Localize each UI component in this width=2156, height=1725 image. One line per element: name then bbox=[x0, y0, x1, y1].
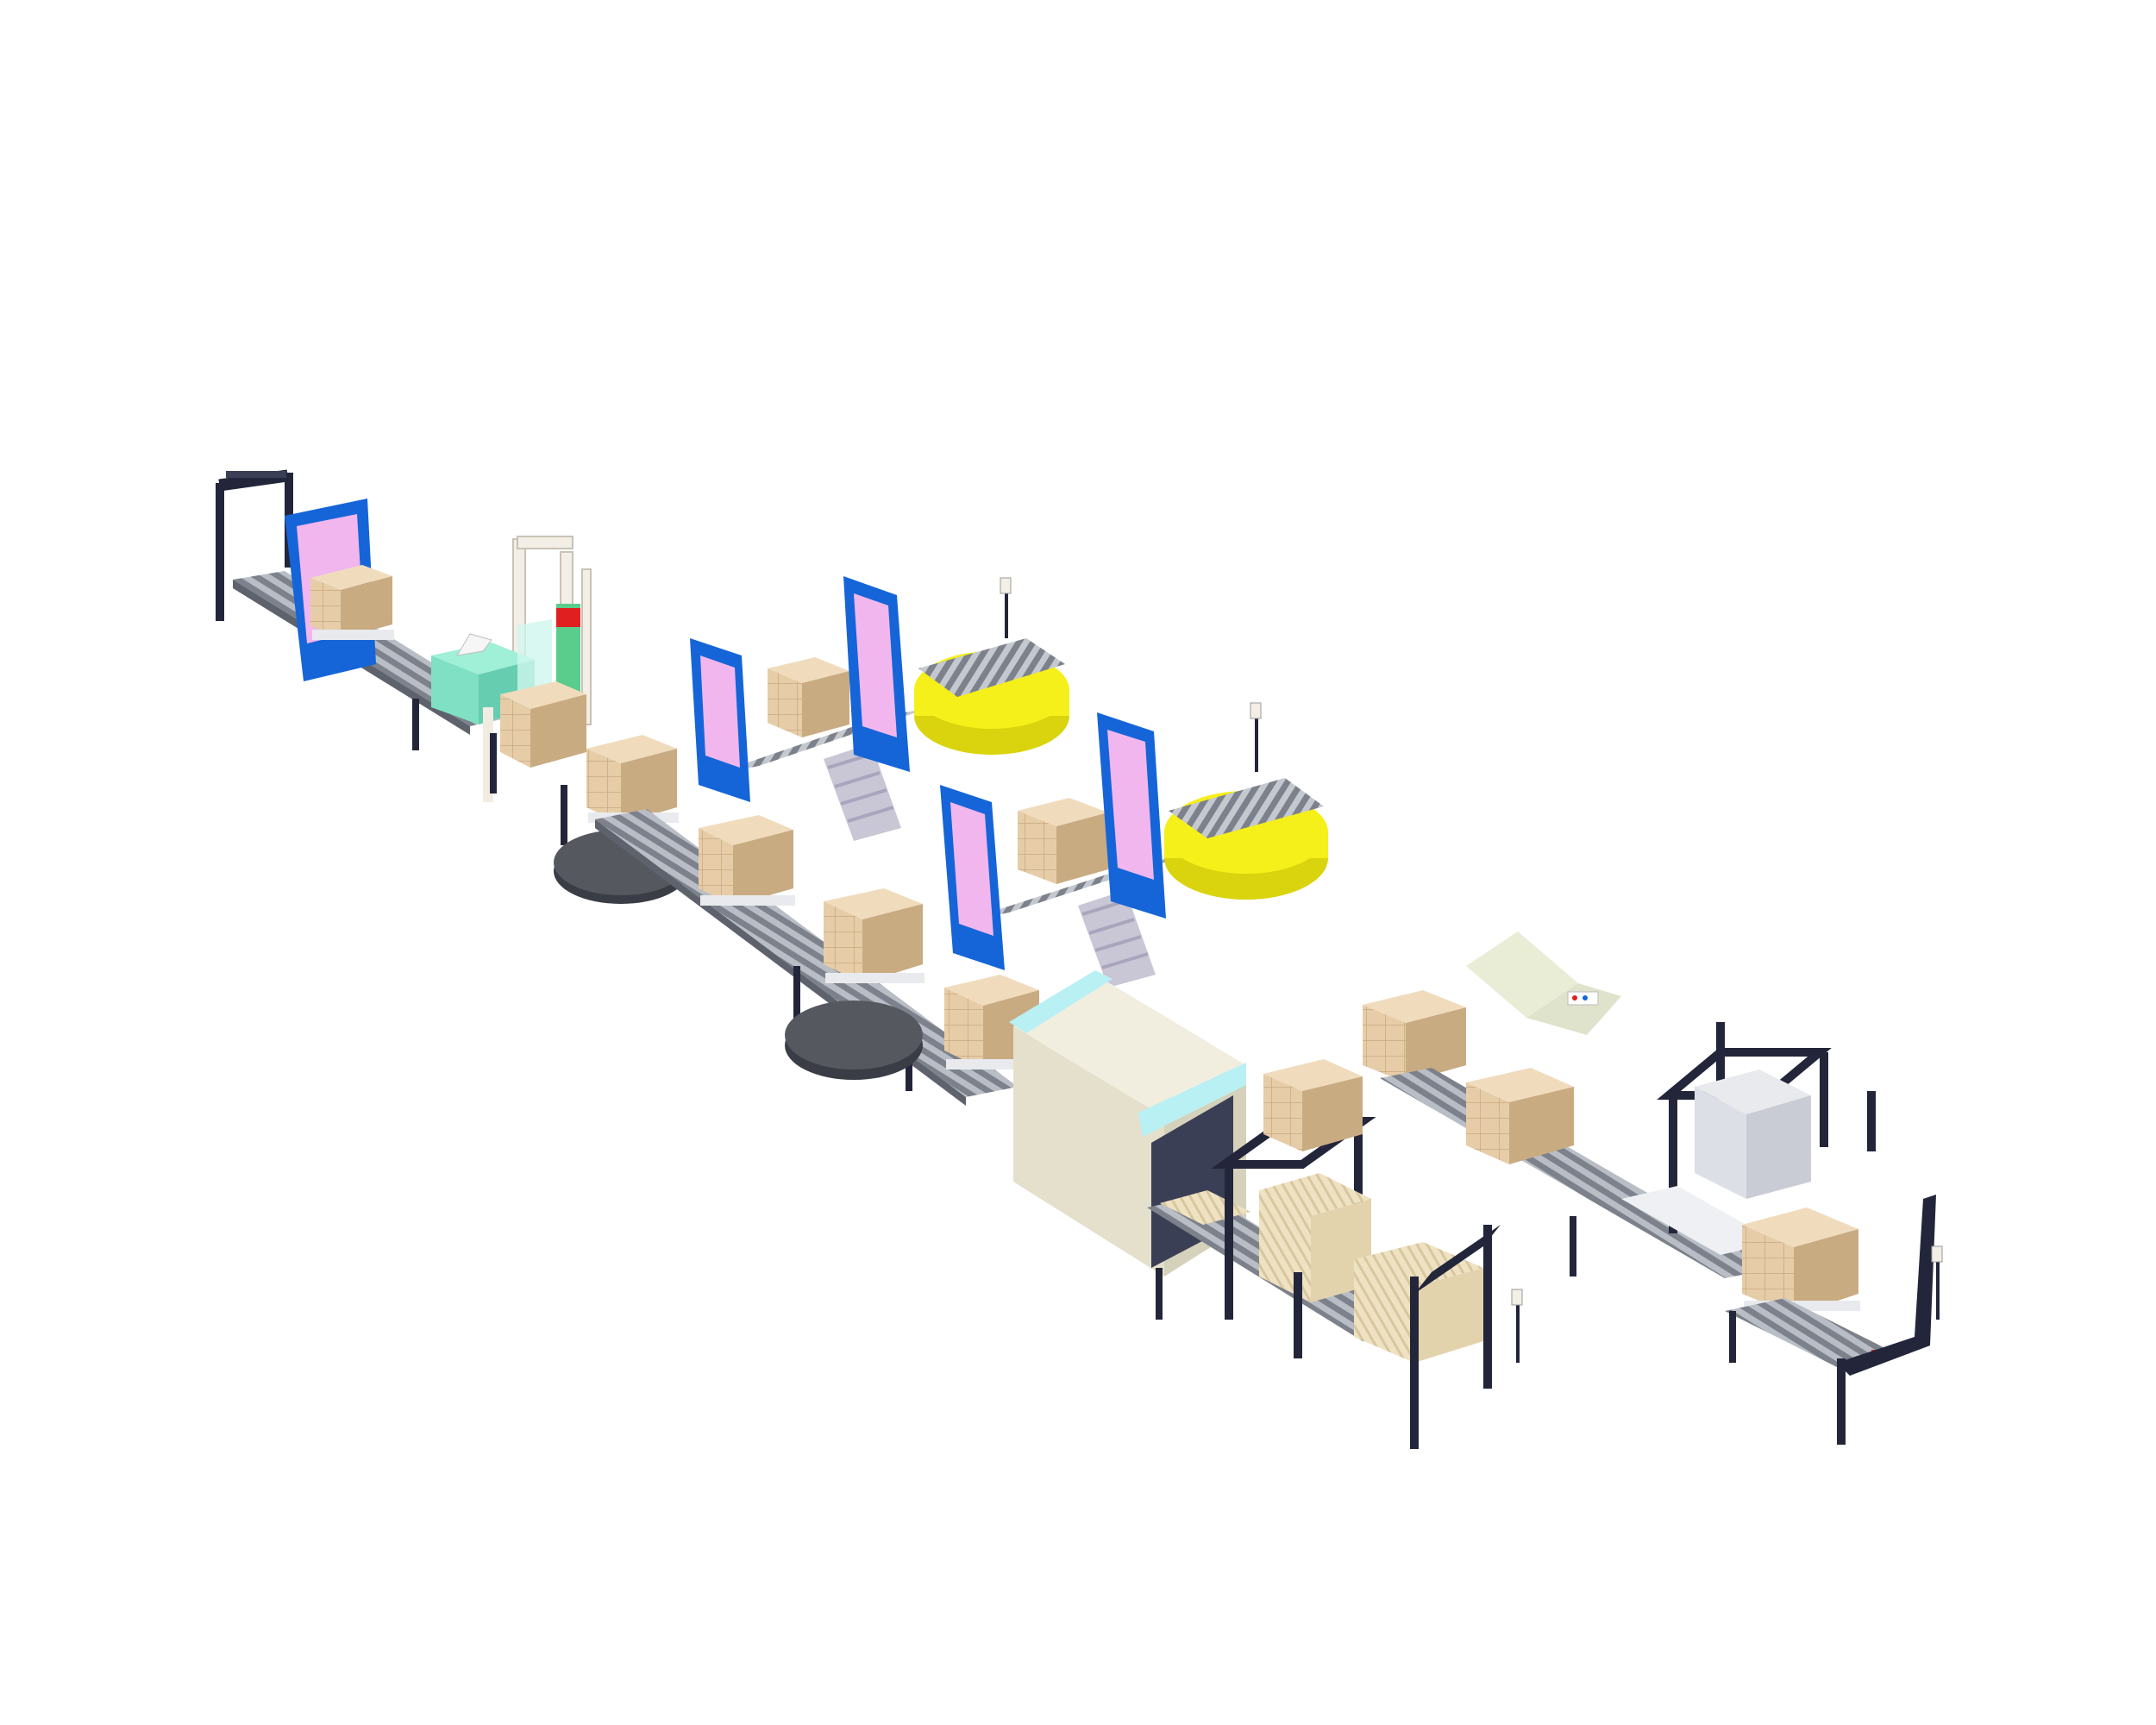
pallet-dispenser-section bbox=[1147, 932, 1943, 1449]
pallet-box-stack bbox=[824, 888, 924, 983]
pallet-magazine-frame bbox=[1657, 1022, 1876, 1233]
safety-gate-blue bbox=[843, 576, 910, 772]
conveyor-segment bbox=[1621, 1186, 1777, 1255]
pallet-box-stack bbox=[1018, 798, 1108, 884]
turntable-yellow bbox=[1164, 702, 1328, 900]
empty-pallet-stack bbox=[1354, 1242, 1483, 1363]
pallet-box-stack bbox=[310, 565, 394, 640]
pallet-box-stack bbox=[1263, 1059, 1363, 1151]
turntable-base bbox=[785, 1000, 923, 1080]
safety-gate-blue bbox=[1097, 712, 1166, 919]
turntable-yellow bbox=[914, 577, 1069, 755]
pallet-box-stack bbox=[768, 657, 849, 737]
pallet-box-stack bbox=[500, 681, 586, 768]
pallet-box-stack bbox=[699, 815, 795, 906]
branch-line-upper bbox=[690, 576, 1069, 841]
pallet-stacker-frame bbox=[1410, 1225, 1523, 1449]
conveyor-segment bbox=[1725, 1298, 1897, 1367]
pallet-box-stack bbox=[1363, 990, 1466, 1082]
stairs bbox=[824, 743, 901, 841]
safety-gate-blue bbox=[690, 638, 750, 802]
stretch-wrapper-machine bbox=[431, 536, 592, 802]
upper-left-conveyor-line bbox=[216, 469, 1041, 1106]
pallet-box-stack bbox=[1466, 1068, 1574, 1164]
branch-line-lower bbox=[940, 702, 1328, 988]
safety-gate-blue bbox=[940, 785, 1005, 970]
pallet-box-stack bbox=[1742, 1208, 1860, 1315]
stairs bbox=[1078, 890, 1156, 988]
pallet-box-stack bbox=[586, 735, 679, 824]
label-applicator bbox=[1466, 932, 1621, 1035]
exit-portal-frame bbox=[1837, 1195, 1943, 1445]
